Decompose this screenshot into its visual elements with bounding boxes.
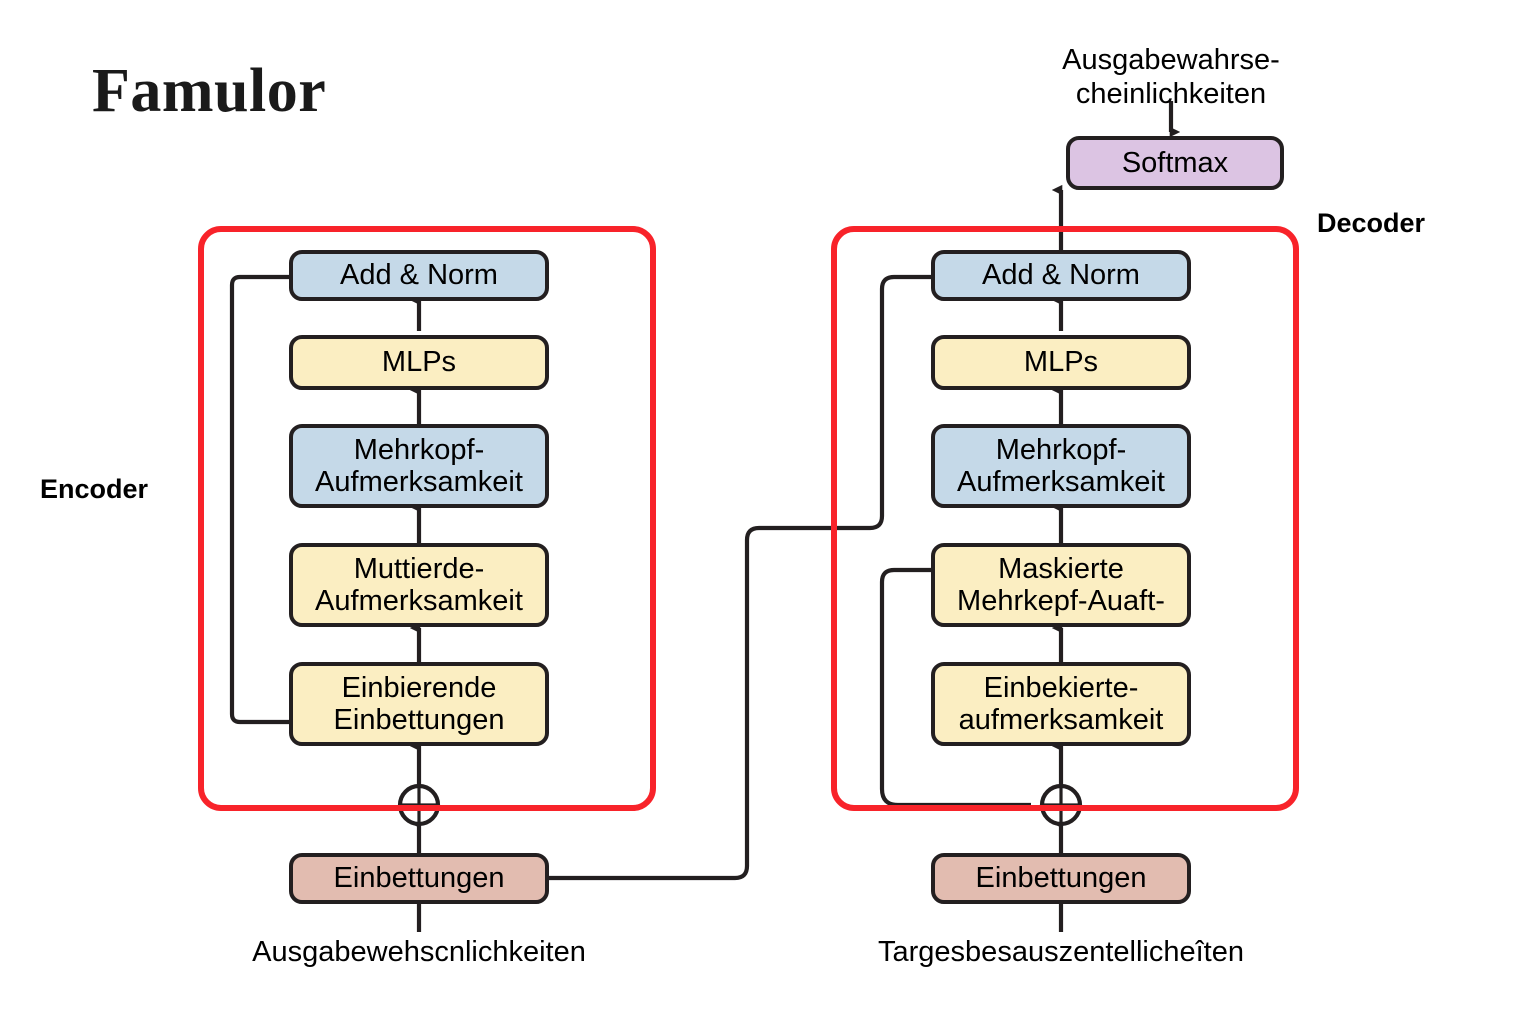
- dec-self-attention-node[interactable]: Einbekierte- aufmerksamkeit: [931, 662, 1191, 746]
- dec-masked-attention-node[interactable]: Maskierte Mehrkepf-Auaft-: [931, 543, 1191, 627]
- dec-add-norm-node[interactable]: Add & Norm: [931, 250, 1191, 301]
- encoder-group-label: Encoder: [40, 474, 149, 504]
- brand-logo: Famulor: [92, 57, 327, 125]
- enc-embeddings-node[interactable]: Einbierende Einbettungen: [289, 662, 549, 746]
- dec-mlps-node[interactable]: MLPs: [931, 335, 1191, 390]
- dec-input-embeddings-node[interactable]: Einbettungen: [931, 853, 1191, 904]
- decoder-input-label: Targesbesauszentellicheîten: [878, 936, 1244, 968]
- dec-softmax-node[interactable]: Softmax: [1066, 136, 1284, 190]
- dec-multihead-attention-node[interactable]: Mehrkopf- Aufmerksamkeit: [931, 424, 1191, 508]
- enc-attention-node[interactable]: Muttierde- Aufmerksamkeit: [289, 543, 549, 627]
- enc-input-embeddings-node[interactable]: Einbettungen: [289, 853, 549, 904]
- enc-multihead-attention-node[interactable]: Mehrkopf- Aufmerksamkeit: [289, 424, 549, 508]
- enc-add-norm-node[interactable]: Add & Norm: [289, 250, 549, 301]
- enc-mlps-node[interactable]: MLPs: [289, 335, 549, 390]
- encoder-input-label: Ausgabewehscnlichkeiten: [252, 936, 586, 968]
- decoder-group-label: Decoder: [1317, 208, 1426, 238]
- output-probabilities-label: Ausgabewahrse- cheinlichkeiten: [1062, 44, 1280, 111]
